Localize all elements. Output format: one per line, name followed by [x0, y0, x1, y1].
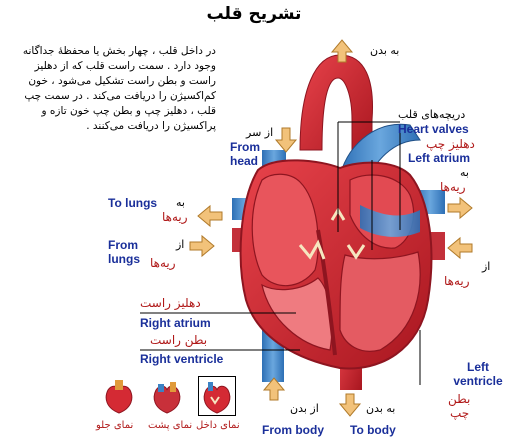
caption-back-view: نمای پشت — [148, 420, 193, 431]
label-to-lungs-left-fa2: ریه‌ها — [162, 210, 188, 224]
label-from-lungs-right-fa1: از — [482, 260, 491, 273]
label-from-head-fa: از سر — [246, 126, 274, 139]
thumbnail-inner-view[interactable] — [198, 376, 236, 416]
mitral-valve — [346, 244, 366, 260]
label-right-ventricle-en: Right ventricle — [140, 352, 224, 366]
label-right-atrium-en: Right atrium — [140, 316, 211, 330]
label-to-lungs-right-fa2: ریه‌ها — [440, 180, 466, 194]
label-to-lungs-left-fa1: به — [176, 196, 185, 209]
label-valves-en: Heart valves — [398, 122, 469, 136]
label-from-lungs-right-fa2: ریه‌ها — [444, 274, 470, 288]
heart-front-icon — [105, 380, 133, 414]
arrow-left-from-lungs-right — [447, 236, 473, 260]
arrow-up-from-body — [262, 377, 286, 401]
pointer-lines — [140, 121, 421, 385]
label-from-head-en: From head — [230, 140, 260, 168]
arrow-right-from-lungs-left — [189, 234, 215, 258]
label-right-ventricle-fa: بطن راست — [150, 333, 208, 347]
page-title: تشریح قلب — [206, 4, 302, 24]
label-from-lungs-left-fa2: ریه‌ها — [150, 256, 176, 270]
label-left-ventricle-fa1: بطن — [448, 392, 471, 406]
label-from-lungs-left-en: From lungs — [108, 238, 140, 266]
aortic-arch — [299, 54, 374, 161]
thumbnail-back-view[interactable] — [148, 376, 186, 416]
arrow-down-from-head — [274, 127, 298, 153]
septum — [316, 229, 337, 356]
right-atrium-chamber — [251, 173, 319, 287]
flow-arrows — [189, 39, 473, 417]
label-valves-fa: دریچه‌های قلب — [398, 108, 466, 121]
label-to-body-top-fa: به بدن — [370, 44, 400, 57]
heart-back-icon — [153, 382, 181, 414]
arrow-left-to-lungs — [197, 204, 223, 228]
label-right-atrium-fa: دهلیز راست — [140, 296, 201, 310]
label-to-lungs-left-en: To lungs — [108, 196, 158, 210]
label-to-lungs-right-fa1: به — [460, 166, 469, 179]
label-left-ventricle-fa2: چپ — [450, 406, 470, 420]
label-to-body-bottom-fa: به بدن — [366, 402, 396, 415]
heart-inner-icon — [203, 382, 231, 414]
label-from-body-en: From body — [262, 423, 324, 437]
label-left-atrium-en: Left atrium — [408, 151, 471, 165]
caption-inner-view: نمای داخل — [196, 420, 240, 431]
description-text: در داخل قلب ، چهار بخش یا محفظهٔ جداگانه… — [22, 45, 216, 132]
arrow-right-to-lungs — [447, 196, 473, 220]
thumbnail-front-view[interactable] — [100, 376, 138, 416]
left-ventricle-chamber — [339, 251, 421, 352]
arrow-down-to-body — [338, 393, 362, 417]
label-to-body-bottom-en: To body — [350, 423, 396, 437]
label-left-ventricle-en: Left ventricle — [453, 360, 503, 388]
label-left-atrium-fa: دهلیز چپ — [426, 137, 475, 151]
caption-front-view: نمای جلو — [96, 420, 134, 431]
tricuspid-valve — [298, 239, 326, 260]
arrow-up-to-body — [330, 39, 354, 63]
label-from-lungs-left-fa1: از — [176, 238, 185, 251]
label-from-body-fa: از بدن — [290, 402, 319, 415]
pulmonary-branch — [360, 205, 420, 237]
